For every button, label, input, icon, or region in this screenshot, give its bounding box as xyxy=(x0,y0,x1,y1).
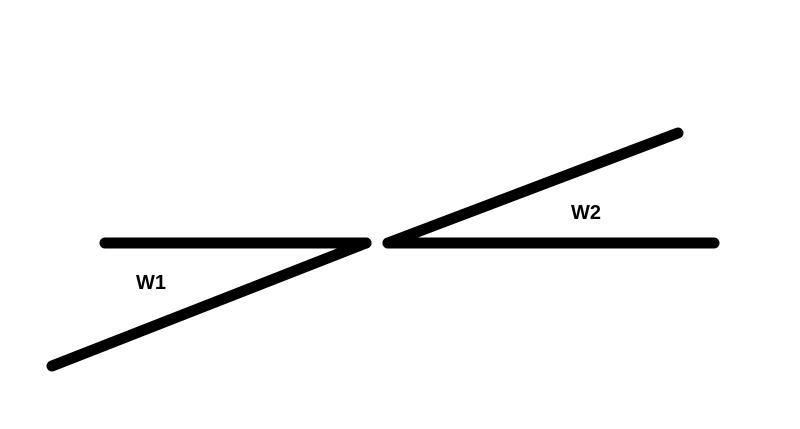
left-diagonal-line xyxy=(46,237,372,372)
right-diagonal-line xyxy=(382,127,684,249)
w2-angle-label: W2 xyxy=(571,202,601,224)
w1-angle-label: W1 xyxy=(136,272,166,294)
